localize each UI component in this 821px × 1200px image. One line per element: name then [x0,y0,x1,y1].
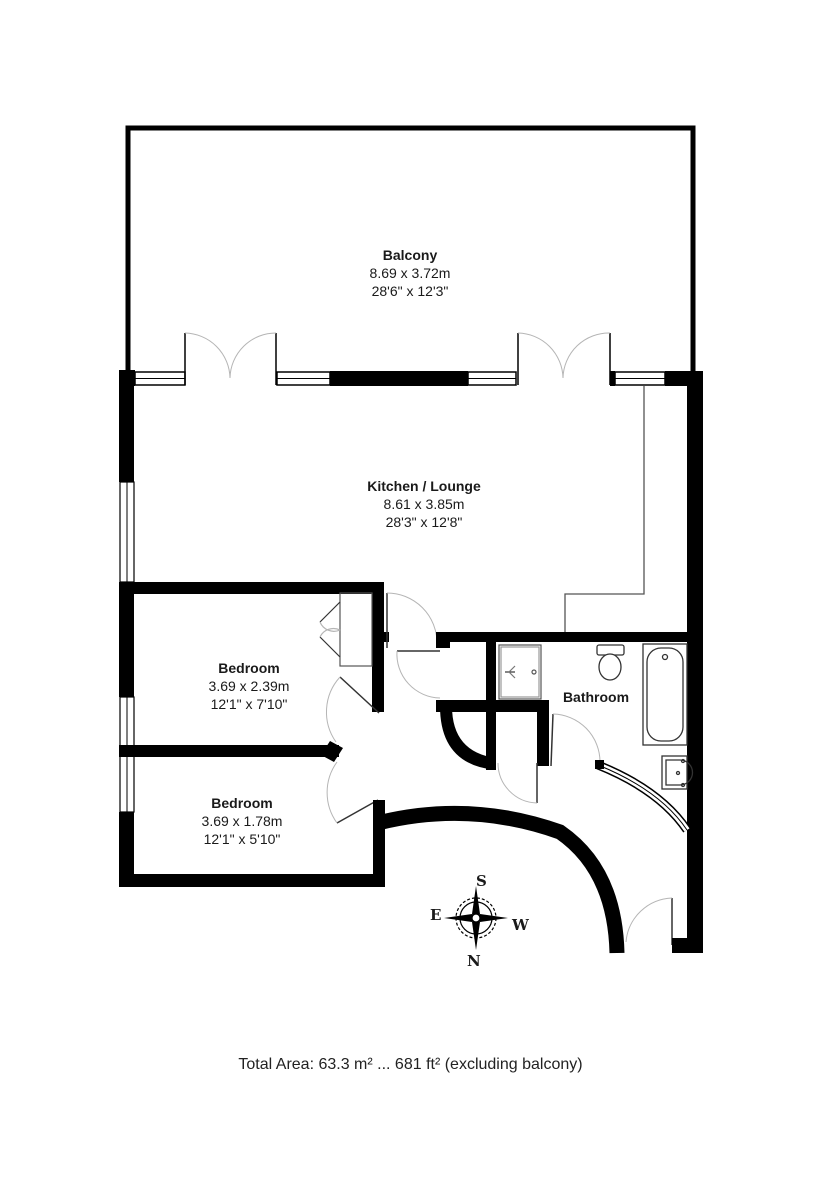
bedroom-1-door[interactable] [326,676,380,743]
total-area-caption: Total Area: 63.3 m² ... 681 ft² (excludi… [238,1056,583,1073]
sink [661,755,694,790]
shower [498,644,542,700]
room-imperial: 12'1" x 5'10" [203,831,281,847]
left-wall [119,370,135,887]
cupboard-door[interactable] [396,650,441,699]
room-name: Bedroom [218,660,280,676]
room-metric: 8.69 x 3.72m [369,265,451,281]
room-name: Bedroom [211,795,273,811]
compass-south-label: S [476,872,487,890]
balcony-outline [125,125,696,372]
kitchen-hall-door[interactable] [386,592,438,648]
room-label-balcony: Balcony 8.69 x 3.72m 28'6" x 12'3" [370,246,451,300]
bathroom-walls [436,632,703,770]
room-label-kitchen-lounge: Kitchen / Lounge 8.61 x 3.85m 28'3" x 12… [367,477,481,531]
room-imperial: 28'3" x 12'8" [385,514,463,530]
bedroom-2-door[interactable] [326,761,379,824]
room-metric: 3.69 x 2.39m [208,678,290,694]
room-metric: 8.61 x 3.85m [383,496,465,512]
entrance-door[interactable] [625,897,703,953]
room-label-bedroom-2: Bedroom 3.69 x 1.78m 12'1" x 5'10" [202,794,283,848]
compass-west-label: W [512,916,529,934]
kitchen-counter [564,386,645,634]
compass-east-label: E [430,906,442,924]
bathroom-door[interactable] [550,713,601,767]
room-label-bedroom-1: Bedroom 3.69 x 2.39m 12'1" x 7'10" [209,659,290,713]
room-name: Balcony [382,247,438,263]
toilet [596,644,625,681]
top-wall [119,370,703,386]
curved-hall-wall [376,805,625,954]
closet-door[interactable] [497,762,538,804]
right-wall [687,371,703,953]
room-imperial: 28'6" x 12'3" [371,283,449,299]
room-name: Kitchen / Lounge [367,478,481,494]
compass-rose [444,886,508,950]
room-name: Bathroom [562,689,630,705]
room-label-bathroom: Bathroom [563,688,629,706]
balcony-door-right[interactable] [517,332,611,385]
room-metric: 3.69 x 1.78m [201,813,283,829]
balcony-door-left[interactable] [184,332,277,385]
wardrobe [319,592,373,667]
curved-partition [595,760,691,833]
compass-north-label: N [467,952,481,970]
room-imperial: 12'1" x 7'10" [210,696,288,712]
bathtub [642,643,688,746]
